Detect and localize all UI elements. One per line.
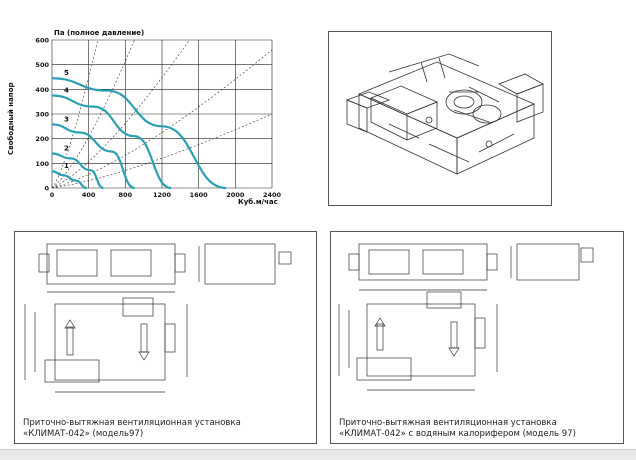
y-axis-side-label: Свободный напор <box>7 83 15 155</box>
fan-curve-4 <box>51 94 172 190</box>
x-tick-label: 800 <box>119 191 133 199</box>
y-tick-label: 300 <box>35 111 49 119</box>
curve-label-1: 1 <box>64 162 69 170</box>
x-tick-label: 400 <box>82 191 96 199</box>
x-tick-label: 2000 <box>226 191 245 199</box>
caption-model97-line2: «КЛИМАТ-042» (модель97) <box>23 429 144 439</box>
isometric-unit-drawing <box>345 53 544 175</box>
y-tick-label: 0 <box>44 185 49 193</box>
fan-performance-chart: 0 400 800 1200 1600 2000 2400 0 100 200 300 400 500 6… <box>7 29 282 206</box>
fan-curve-5 <box>51 77 227 190</box>
fan-curves <box>51 77 227 190</box>
curve-label-3: 3 <box>64 115 69 123</box>
dimension-drawing-model97-water-heater <box>338 243 594 391</box>
caption-water-heater-line1: Приточно-вытяжная вентиляционная установ… <box>339 418 557 428</box>
caption-model97-line1: Приточно-вытяжная вентиляционная установ… <box>23 418 241 428</box>
bottom-status-strip <box>0 449 636 460</box>
dimension-drawing-model97 <box>24 243 292 393</box>
y-tick-label: 600 <box>35 37 49 45</box>
system-curve <box>51 39 99 189</box>
y-tick-label: 200 <box>35 135 49 143</box>
curve-labels: 1 2 3 4 5 <box>64 69 69 170</box>
y-tick-label: 100 <box>35 160 49 168</box>
x-tick-label: 1200 <box>153 191 172 199</box>
drawing-panel-model97-water-heater: Приточно-вытяжная вентиляционная установ… <box>330 231 624 444</box>
chart-grid <box>51 39 273 189</box>
system-curve <box>51 39 190 189</box>
y-tick-label: 500 <box>35 61 49 69</box>
x-tick-label: 0 <box>50 191 55 199</box>
fan-curve-2 <box>51 152 104 190</box>
drawing-panel-model97: Приточно-вытяжная вентиляционная установ… <box>14 231 317 444</box>
isometric-view-panel <box>328 31 552 206</box>
curve-label-4: 4 <box>64 87 69 95</box>
fan-curve-3 <box>51 123 135 190</box>
y-tick-label: 400 <box>35 86 49 94</box>
x-tick-label: 1600 <box>190 191 209 199</box>
curve-label-5: 5 <box>64 69 69 77</box>
system-curve <box>51 113 273 189</box>
y-axis-title: Па (полное давление) <box>54 29 144 37</box>
caption-water-heater-line2: «КЛИМАТ-042» с водяным калорифером (моде… <box>339 429 576 439</box>
fan-curve-1 <box>51 170 88 190</box>
tick-labels: 0 400 800 1200 1600 2000 2400 0 100 200 300 400 500 6… <box>35 37 281 200</box>
x-tick-label: 2400 <box>263 191 282 199</box>
x-axis-title: Куб.м/час <box>238 198 278 206</box>
curve-label-2: 2 <box>64 144 69 152</box>
